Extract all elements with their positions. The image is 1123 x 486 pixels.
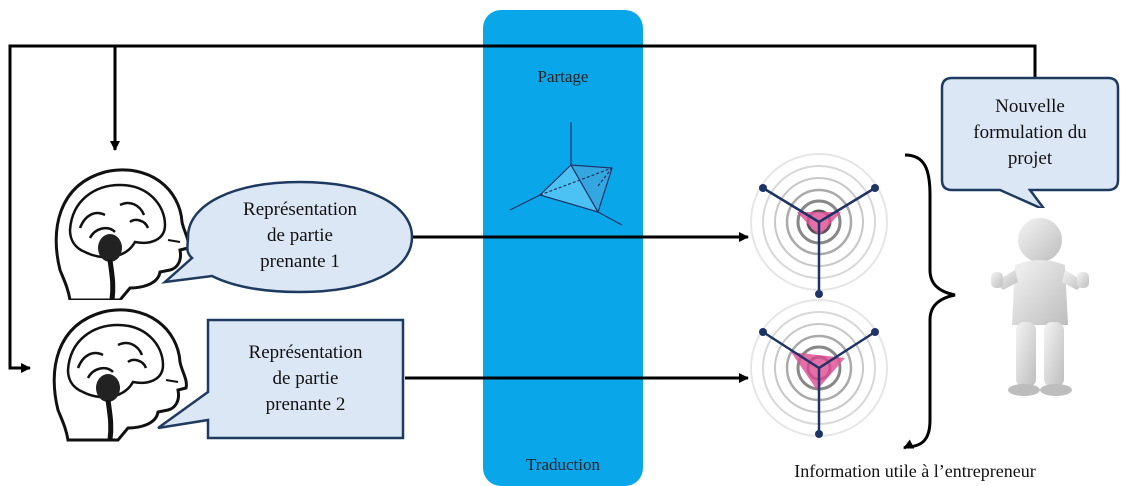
stakeholder-1-line3: prenante 1 (260, 251, 340, 272)
brace-arrow (903, 439, 915, 450)
useful-information-caption: Information utile à l’entrepreneur (794, 461, 1036, 481)
new-formulation-line2: formulation du (973, 122, 1087, 143)
stakeholder-2-line2: de partie (272, 368, 339, 389)
stakeholder-1-text: Représentation de partie prenante 1 (195, 197, 405, 275)
stakeholder-1-line2: de partie (267, 225, 333, 246)
feedback-loop (8, 44, 1037, 373)
stakeholder-2-line3: prenante 2 (265, 394, 346, 415)
thumbs-up-person-icon (985, 208, 1100, 408)
new-formulation-line1: Nouvelle (995, 96, 1065, 117)
stakeholder-1-line1: Représentation (243, 199, 357, 220)
target-radar-icon (750, 299, 888, 438)
brain-head-icon (40, 160, 190, 302)
stakeholder-2-text: Représentation de partie prenante 2 (208, 340, 403, 418)
new-formulation-line3: projet (1007, 148, 1053, 169)
stakeholder-1-bubble (161, 180, 414, 294)
new-formulation-bubble (940, 76, 1120, 214)
stakeholder-2-line1: Représentation (248, 342, 363, 363)
target-radar-icon (750, 153, 888, 298)
new-formulation-text: Nouvelle formulation du projet (942, 94, 1118, 172)
curly-brace (904, 153, 956, 449)
sharing-band (483, 10, 643, 486)
stakeholder-2-bubble (157, 318, 405, 440)
band-bottom-label: Traduction (526, 455, 600, 474)
brain-head-icon (38, 300, 188, 442)
band-top-label: Partage (537, 67, 589, 86)
tetrahedron-icon (509, 122, 623, 226)
